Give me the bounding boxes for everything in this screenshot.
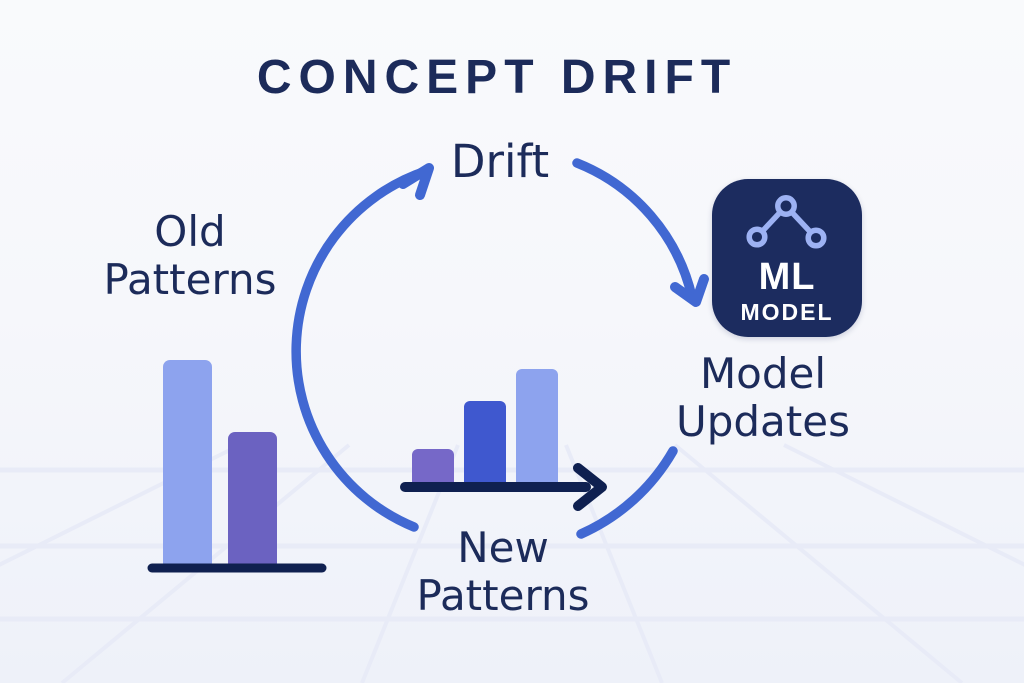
new-patterns-axis-arrowhead-icon <box>573 463 607 511</box>
old-patterns-bar <box>228 432 277 570</box>
model-updates-line2: Updates <box>676 396 850 446</box>
new-patterns-bar <box>464 401 506 490</box>
arrowhead-to-drift-icon <box>398 163 434 200</box>
model-updates-line1: Model <box>699 349 827 398</box>
cycle-arc-top-right <box>572 158 697 302</box>
cycle-arc-bottom-right <box>576 446 678 539</box>
old-patterns-line1: Old <box>154 207 226 256</box>
cycle-arc-left <box>291 166 431 532</box>
stage-label-model-updates: Model Updates <box>613 350 913 446</box>
network-nodes-icon <box>746 195 827 249</box>
arrowhead-to-model-icon <box>670 274 709 307</box>
new-patterns-bar <box>516 369 558 490</box>
new-patterns-chart <box>412 369 558 490</box>
network-node-top <box>775 195 797 217</box>
network-node-right <box>805 227 827 249</box>
new-patterns-line2: Patterns <box>416 570 590 620</box>
ml-model-badge: ML MODEL <box>712 179 862 337</box>
network-node-left <box>746 226 768 248</box>
old-patterns-line2: Patterns <box>103 254 277 304</box>
stage-label-old-patterns: Old Patterns <box>40 208 340 304</box>
new-patterns-bar <box>412 449 454 490</box>
badge-label-model: MODEL <box>740 299 834 325</box>
stage-label-drift: Drift <box>450 135 550 188</box>
page-title: CONCEPT DRIFT <box>256 51 738 104</box>
stage-label-new-patterns: New Patterns <box>353 524 653 620</box>
old-patterns-chart <box>163 360 277 570</box>
new-patterns-line1: New <box>457 523 549 572</box>
old-patterns-bar <box>163 360 212 570</box>
badge-label-ml: ML <box>758 256 816 298</box>
